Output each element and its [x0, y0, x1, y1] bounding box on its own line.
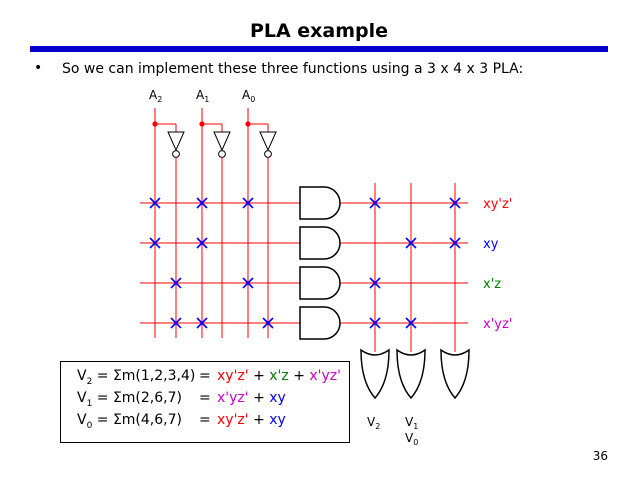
and-cross-3-1-b: [170, 317, 182, 329]
output-label-v0: V0: [405, 431, 418, 447]
equation-v0: V0 = Σm(4,6,7) = xy'z' + xy: [77, 412, 286, 431]
and-cross-1-0-b: [149, 237, 161, 249]
equation-lhs: V2 = Σm(1,2,3,4): [77, 368, 196, 387]
or-cross-1-1: [405, 237, 417, 249]
input-label-a2: A2: [149, 88, 162, 104]
equation-term: xy'z': [217, 368, 254, 384]
and-cross-3-5-b: [262, 317, 274, 329]
and-cross-2-1: [170, 277, 182, 289]
and-gate-icon-2: [299, 266, 341, 300]
and-cross-0-2-b: [196, 197, 208, 209]
and-cross-1-2-b: [196, 237, 208, 249]
and-cross-1-0: [149, 237, 161, 249]
and-cross-0-0: [149, 197, 161, 209]
equation-equals: =: [199, 368, 211, 384]
equation-equals: =: [199, 412, 211, 428]
or-cross-0-2: [449, 197, 461, 209]
junction-dot-a1: [199, 121, 205, 127]
equation-term: xy: [269, 390, 286, 406]
or-cross-0-0: [369, 197, 381, 209]
or-cross-2-0-b: [369, 277, 381, 289]
and-cross-2-4-b: [242, 277, 254, 289]
equation-lhs: V1 = Σm(2,6,7): [77, 390, 182, 409]
or-cross-3-1-b: [405, 317, 417, 329]
or-cross-1-2: [449, 237, 461, 249]
and-cross-2-1-b: [170, 277, 182, 289]
or-cross-1-1-b: [405, 237, 417, 249]
slide-title: PLA example: [249, 20, 389, 42]
equation-term: xy'z': [217, 412, 254, 428]
inverter-icon-a1: [213, 131, 231, 152]
equation-v2: V2 = Σm(1,2,3,4)= xy'z' + x'z + x'yz': [77, 368, 341, 387]
bullet-marker: •: [34, 60, 43, 76]
equation-plus: +: [253, 390, 270, 406]
or-cross-1-2-b: [449, 237, 461, 249]
equation-lhs: V0 = Σm(4,6,7): [77, 412, 182, 431]
page-number: 36: [592, 449, 608, 463]
and-gate-icon-3: [299, 306, 341, 340]
equation-term: x'yz': [217, 390, 254, 406]
or-cross-3-0-b: [369, 317, 381, 329]
and-cross-0-4-b: [242, 197, 254, 209]
or-cross-2-0: [369, 277, 381, 289]
output-label-v2: V2: [367, 415, 380, 431]
or-gate-icon-v2: [360, 348, 390, 400]
equation-term: x'z: [269, 368, 294, 384]
equation-plus: +: [253, 368, 270, 384]
product-label-0: xy'z': [483, 197, 512, 212]
equation-plus: +: [293, 368, 310, 384]
or-cross-0-2-b: [449, 197, 461, 209]
product-label-2: x'z: [483, 277, 501, 292]
and-cross-0-0-b: [149, 197, 161, 209]
inverter-bubble-icon-a1: [218, 150, 226, 158]
equation-term: x'yz': [309, 368, 342, 384]
junction-dot-a0: [245, 121, 251, 127]
or-cross-3-1: [405, 317, 417, 329]
inverter-icon-a2: [167, 131, 185, 152]
title-rule: [30, 46, 608, 52]
and-cross-1-2: [196, 237, 208, 249]
and-gate-icon-0: [299, 186, 341, 220]
junction-dot-a2: [152, 121, 158, 127]
equation-equals: =: [199, 390, 211, 406]
and-cross-3-5: [262, 317, 274, 329]
and-cross-3-2-b: [196, 317, 208, 329]
and-cross-0-2: [196, 197, 208, 209]
equation-box: V2 = Σm(1,2,3,4)=xy'z' + x'z + x'yz' V1 …: [60, 361, 350, 443]
input-label-a1: A1: [196, 88, 209, 104]
bullet-text: So we can implement these three function…: [62, 61, 524, 77]
and-cross-0-4: [242, 197, 254, 209]
equation-term: xy: [269, 412, 286, 428]
equation-v1: V1 = Σm(2,6,7) = x'yz' + xy: [77, 390, 286, 409]
inverter-bubble-icon-a2: [172, 150, 180, 158]
product-label-3: x'yz': [483, 317, 512, 332]
or-gate-icon-v1: [396, 348, 426, 400]
output-label-v1: V1: [405, 415, 418, 431]
or-gate-icon-v0: [440, 348, 470, 400]
equation-plus: +: [253, 412, 270, 428]
and-gate-icon-1: [299, 226, 341, 260]
inverter-bubble-icon-a0: [264, 150, 272, 158]
inverter-icon-a0: [259, 131, 277, 152]
and-cross-3-1: [170, 317, 182, 329]
and-cross-3-2: [196, 317, 208, 329]
and-cross-2-4: [242, 277, 254, 289]
input-label-a0: A0: [242, 88, 255, 104]
product-label-1: xy: [483, 237, 499, 252]
or-cross-3-0: [369, 317, 381, 329]
or-cross-0-0-b: [369, 197, 381, 209]
